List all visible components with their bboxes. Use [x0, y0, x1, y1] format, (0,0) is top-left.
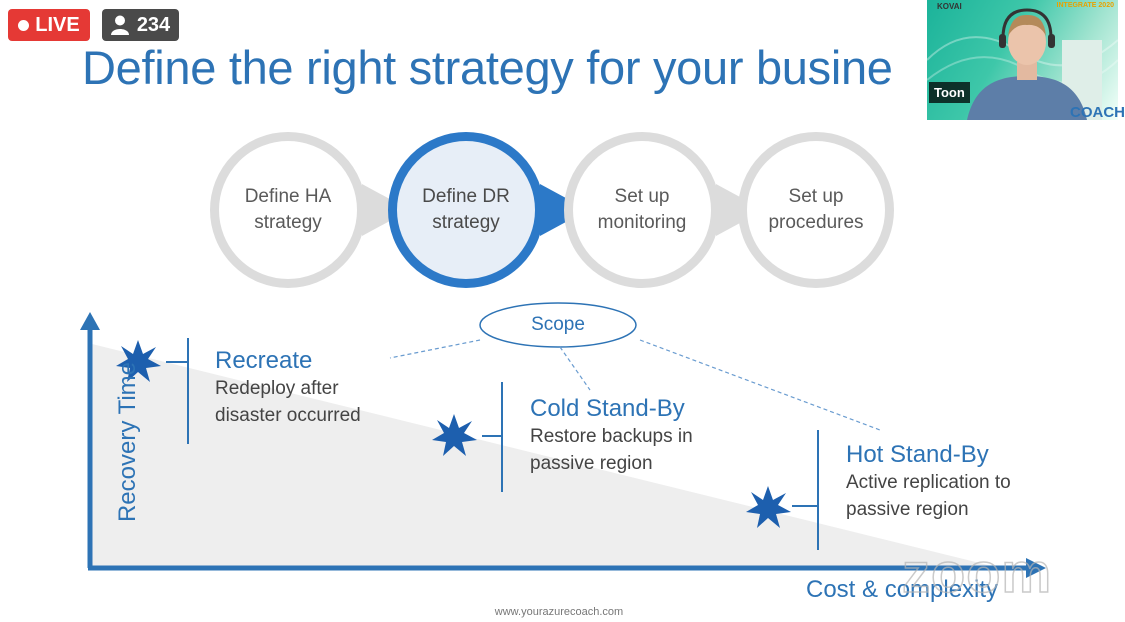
live-dot-icon [18, 19, 30, 31]
step-circle-procedures: Set up procedures [738, 132, 894, 288]
presenter-webcam[interactable]: KOVAI INTEGRATE 2020 Toon [926, 0, 1119, 120]
live-badge: LIVE [8, 9, 90, 41]
tier-title: Hot Stand-By [846, 441, 989, 468]
tier-cold-standby: Cold Stand-By Restore backups in passive… [530, 395, 693, 477]
presenter-name-tag: Toon [929, 82, 970, 103]
step-circle-dr: Define DR strategy [388, 132, 544, 288]
coach-logo-text: COACH [1070, 104, 1125, 121]
footer-url: www.yourazurecoach.com [494, 606, 624, 618]
zoom-watermark: zoom [901, 540, 1053, 605]
tier-title: Recreate [215, 347, 313, 374]
tier-description: passive region [846, 499, 969, 520]
starburst-icon [116, 340, 161, 382]
step-label: Define HA strategy [244, 186, 332, 233]
slide-title: Define the right strategy for your busin… [82, 41, 893, 94]
tier-description: Restore backups in [530, 426, 693, 447]
tier-title: Cold Stand-By [530, 395, 685, 422]
presenter-video [926, 8, 1119, 120]
y-axis-arrow-icon [80, 312, 100, 330]
tier-description: Redeploy after [215, 378, 339, 399]
scope-connector [639, 339, 881, 431]
starburst-icon [432, 414, 477, 456]
tier-recreate: Recreate Redeploy after disaster occurre… [215, 347, 361, 429]
tier-description: Active replication to [846, 472, 1011, 493]
step-label: Set up procedures [768, 186, 864, 233]
starburst-icon [746, 486, 791, 528]
live-label: LIVE [35, 13, 80, 36]
person-icon [110, 15, 129, 35]
step-circle-monitoring: Set up monitoring [564, 132, 720, 288]
step-arrow-icon [362, 184, 410, 236]
webcam-logo-text: KOVAI [937, 2, 962, 11]
scope-connector [559, 346, 591, 391]
viewer-count-badge[interactable]: 234 [102, 9, 179, 41]
scope-ellipse [479, 302, 637, 348]
x-axis-label: Cost & complexity [806, 576, 999, 603]
x-axis-arrow-icon [1026, 558, 1046, 578]
webcam-event-text: INTEGRATE 2020 [1056, 2, 1114, 9]
step-label: Define DR strategy [422, 186, 510, 233]
scope-connector [389, 339, 481, 359]
tier-description: passive region [530, 453, 653, 474]
tier-hot-standby: Hot Stand-By Active replication to passi… [846, 441, 1011, 523]
tier-description: disaster occurred [215, 405, 361, 426]
y-axis-label: Recovery Time [114, 361, 141, 523]
step-circle-ha: Define HA strategy [210, 132, 366, 288]
viewer-count: 234 [136, 13, 171, 36]
scope-label: Scope [531, 314, 585, 335]
step-label: Set up monitoring [597, 186, 687, 233]
